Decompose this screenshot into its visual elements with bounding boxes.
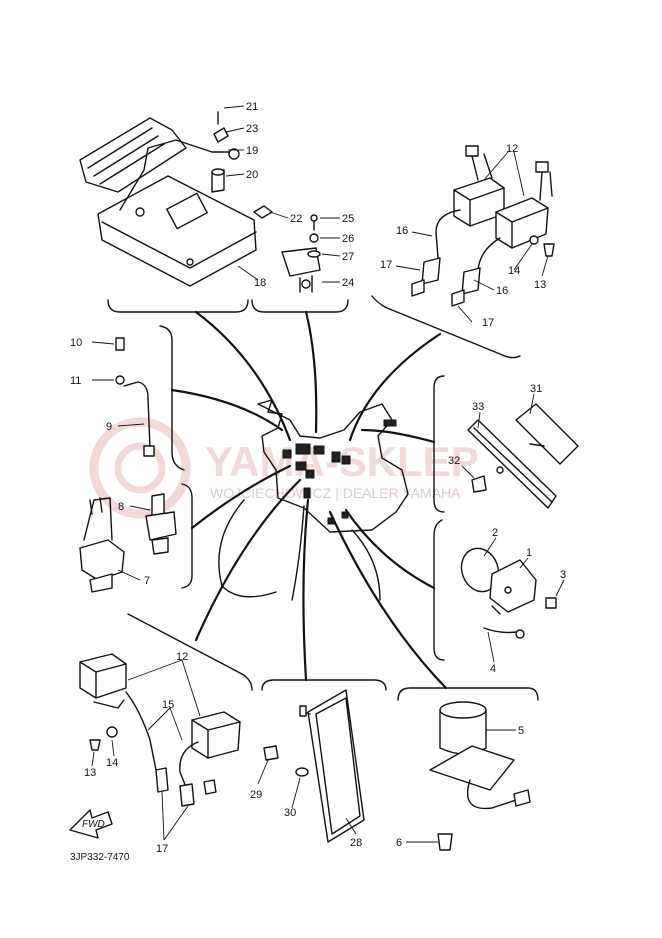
callout-17-bottom: 17 — [156, 843, 168, 855]
callout-17-right: 17 — [482, 317, 494, 329]
callout-4: 4 — [490, 663, 496, 675]
watermark-subtitle: WOJCIECHOWICZ | DEALER YAMAHA — [210, 485, 461, 501]
fwd-label: FWD — [82, 819, 105, 830]
callout-13-top: 13 — [534, 279, 546, 291]
callout-31: 31 — [530, 383, 542, 395]
motorcycle-frame — [218, 399, 409, 601]
fuel-pump-group — [429, 701, 531, 851]
callout-5: 5 — [518, 725, 524, 737]
callout-17-top: 17 — [380, 259, 392, 271]
callout-12-bottom: 12 — [176, 651, 188, 663]
group-leaders — [170, 310, 448, 690]
callout-21: 21 — [246, 101, 258, 113]
callout-2: 2 — [492, 527, 498, 539]
callout-33: 33 — [472, 401, 484, 413]
callout-32: 32 — [448, 455, 460, 467]
callout-16-top: 16 — [396, 225, 408, 237]
callout-6: 6 — [396, 837, 402, 849]
callout-12-top: 12 — [506, 143, 518, 155]
callout-9: 9 — [106, 421, 112, 433]
switch-group — [79, 493, 177, 593]
callout-labels: 21 23 19 20 22 18 25 26 27 24 12 16 17 1… — [70, 101, 566, 855]
callout-7: 7 — [144, 575, 150, 587]
callout-14-top: 14 — [508, 265, 520, 277]
callout-10: 10 — [70, 337, 82, 349]
group-brackets — [107, 295, 539, 701]
ignition-coil-group-bottom — [79, 653, 241, 807]
callout-27: 27 — [342, 251, 354, 263]
sensor-group-left — [115, 337, 155, 457]
callout-8: 8 — [118, 501, 124, 513]
diagram-code: 3JP332-7470 — [70, 852, 130, 863]
reflector-group — [467, 403, 579, 509]
reflector-bottom-group — [263, 689, 365, 843]
ignition-coil-group-top — [411, 145, 555, 307]
callout-26: 26 — [342, 233, 354, 245]
ecu-group — [79, 111, 321, 293]
callout-11: 11 — [70, 375, 81, 387]
callout-19: 19 — [246, 145, 258, 157]
callout-18: 18 — [254, 277, 266, 289]
callout-22: 22 — [290, 213, 302, 225]
watermark-logo-icon — [89, 417, 191, 519]
callout-1: 1 — [526, 547, 532, 559]
callout-23: 23 — [246, 123, 258, 135]
callout-13-bottom: 13 — [84, 767, 96, 779]
callout-28: 28 — [350, 837, 362, 849]
callout-30: 30 — [284, 807, 296, 819]
callout-29: 29 — [250, 789, 262, 801]
callout-3: 3 — [560, 569, 566, 581]
fwd-arrow-icon: FWD — [69, 809, 113, 839]
callout-leaders — [91, 105, 565, 843]
callout-20: 20 — [246, 169, 258, 181]
callout-25: 25 — [342, 213, 354, 225]
callout-16-right: 16 — [496, 285, 508, 297]
callout-15: 15 — [162, 699, 174, 711]
callout-24: 24 — [342, 277, 354, 289]
relay-group — [460, 547, 557, 639]
callout-14-bottom: 14 — [106, 757, 118, 769]
